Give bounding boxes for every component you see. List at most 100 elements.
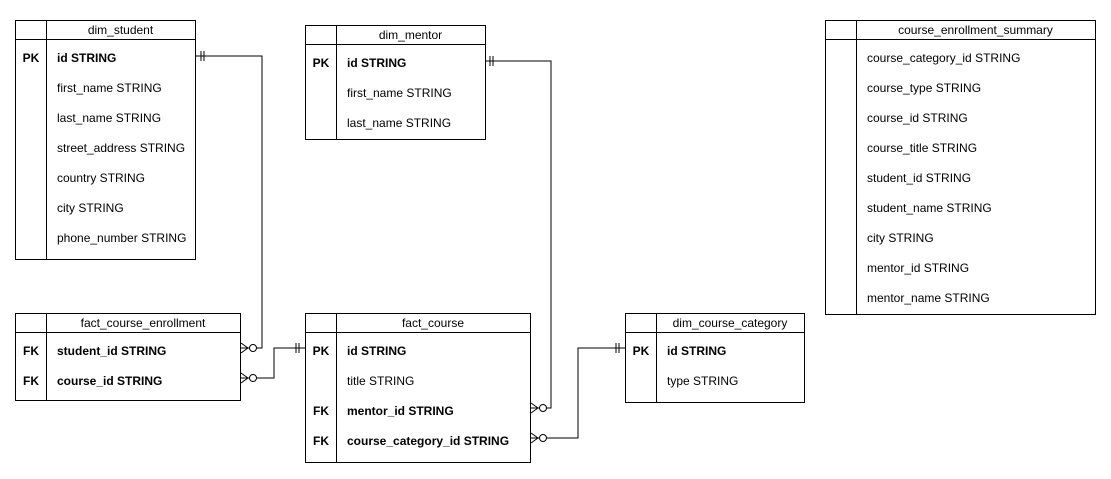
key-gutter	[626, 333, 657, 403]
field-row[interactable]: title STRING	[306, 366, 530, 396]
field-name: title STRING	[347, 374, 415, 388]
key-marker	[826, 163, 856, 193]
entity-name: fact_course	[401, 316, 465, 330]
field-row[interactable]: PK id STRING	[16, 43, 195, 73]
key-marker	[306, 78, 336, 108]
field-name: type STRING	[667, 374, 739, 388]
entity-name: dim_course_category	[672, 316, 788, 330]
field-row[interactable]: type STRING	[626, 366, 804, 396]
header-key-gutter	[16, 21, 47, 39]
connector-student-enrollment	[196, 51, 263, 354]
entity-name: dim_student	[87, 23, 154, 37]
field-row[interactable]: first_name STRING	[16, 73, 195, 103]
entity-name: course_enrollment_summary	[898, 23, 1053, 37]
header-key-gutter	[626, 314, 657, 332]
key-marker	[16, 193, 46, 223]
field-row[interactable]: street_address STRING	[16, 133, 195, 163]
field-name: first_name STRING	[57, 81, 162, 95]
field-row[interactable]: student_name STRING	[826, 193, 1095, 223]
field-row[interactable]: PK id STRING	[626, 336, 804, 366]
field-row[interactable]: mentor_id STRING	[826, 253, 1095, 283]
key-marker: PK	[632, 344, 650, 358]
field-name: id STRING	[667, 344, 727, 358]
field-name: city STRING	[867, 231, 934, 245]
entity-header: dim_course_category	[626, 314, 804, 333]
field-name: course_title STRING	[867, 141, 978, 155]
entity-header: dim_mentor	[306, 26, 485, 45]
header-key-gutter	[826, 21, 857, 39]
key-marker	[826, 193, 856, 223]
key-marker: PK	[312, 344, 330, 358]
key-marker	[16, 163, 46, 193]
field-row[interactable]: student_id STRING	[826, 163, 1095, 193]
connector-mentor-course	[486, 56, 552, 414]
key-marker	[826, 103, 856, 133]
key-marker	[306, 108, 336, 138]
field-row[interactable]: last_name STRING	[306, 108, 485, 138]
entity-name: dim_mentor	[378, 28, 443, 42]
key-gutter	[826, 40, 857, 315]
entity-body: PK id STRING type STRING	[626, 333, 804, 403]
field-name: country STRING	[57, 171, 146, 185]
entity-header: dim_student	[16, 21, 195, 40]
field-name: student_name STRING	[867, 201, 992, 215]
field-row[interactable]: mentor_name STRING	[826, 283, 1095, 313]
field-row[interactable]: phone_number STRING	[16, 223, 195, 253]
field-row[interactable]: course_category_id STRING	[826, 43, 1095, 73]
field-name: last_name STRING	[347, 116, 452, 130]
key-marker	[826, 283, 856, 313]
entity-header: course_enrollment_summary	[826, 21, 1095, 40]
field-row[interactable]: country STRING	[16, 163, 195, 193]
connector-course-enrollment	[240, 343, 305, 384]
field-row[interactable]: city STRING	[826, 223, 1095, 253]
field-row[interactable]: course_title STRING	[826, 133, 1095, 163]
key-marker	[16, 223, 46, 253]
field-name: street_address STRING	[57, 141, 186, 155]
field-name: course_id STRING	[57, 374, 163, 388]
field-row[interactable]: course_id STRING	[826, 103, 1095, 133]
field-row[interactable]: city STRING	[16, 193, 195, 223]
field-name: mentor_id STRING	[347, 404, 454, 418]
field-row[interactable]: FK student_id STRING	[16, 336, 240, 366]
key-marker	[826, 223, 856, 253]
field-name: first_name STRING	[347, 86, 452, 100]
key-marker: FK	[23, 374, 39, 388]
field-name: id STRING	[57, 51, 117, 65]
field-name: mentor_name STRING	[867, 291, 990, 305]
field-name: student_id STRING	[57, 344, 167, 358]
field-row[interactable]: FK mentor_id STRING	[306, 396, 530, 426]
field-name: course_id STRING	[867, 111, 968, 125]
key-marker: FK	[313, 404, 329, 418]
field-row[interactable]: FK course_id STRING	[16, 366, 240, 396]
field-name: city STRING	[57, 201, 124, 215]
entity-course-enrollment-summary[interactable]: course_enrollment_summary course_category…	[825, 20, 1096, 315]
field-name: id STRING	[347, 56, 407, 70]
field-row[interactable]: first_name STRING	[306, 78, 485, 108]
connector-category-course	[530, 343, 625, 444]
key-marker	[306, 366, 336, 396]
key-marker: FK	[23, 344, 39, 358]
key-gutter	[16, 40, 47, 260]
key-marker	[16, 133, 46, 163]
entity-header: fact_course_enrollment	[16, 314, 240, 333]
field-name: course_category_id STRING	[347, 434, 510, 448]
key-marker	[826, 73, 856, 103]
header-key-gutter	[306, 314, 337, 332]
entity-body: FK student_id STRING FK course_id STRING	[16, 333, 240, 401]
field-row[interactable]: course_type STRING	[826, 73, 1095, 103]
field-row[interactable]: last_name STRING	[16, 103, 195, 133]
key-gutter	[16, 333, 47, 401]
key-marker: PK	[22, 51, 40, 65]
entity-header: fact_course	[306, 314, 530, 333]
field-name: student_id STRING	[867, 171, 972, 185]
